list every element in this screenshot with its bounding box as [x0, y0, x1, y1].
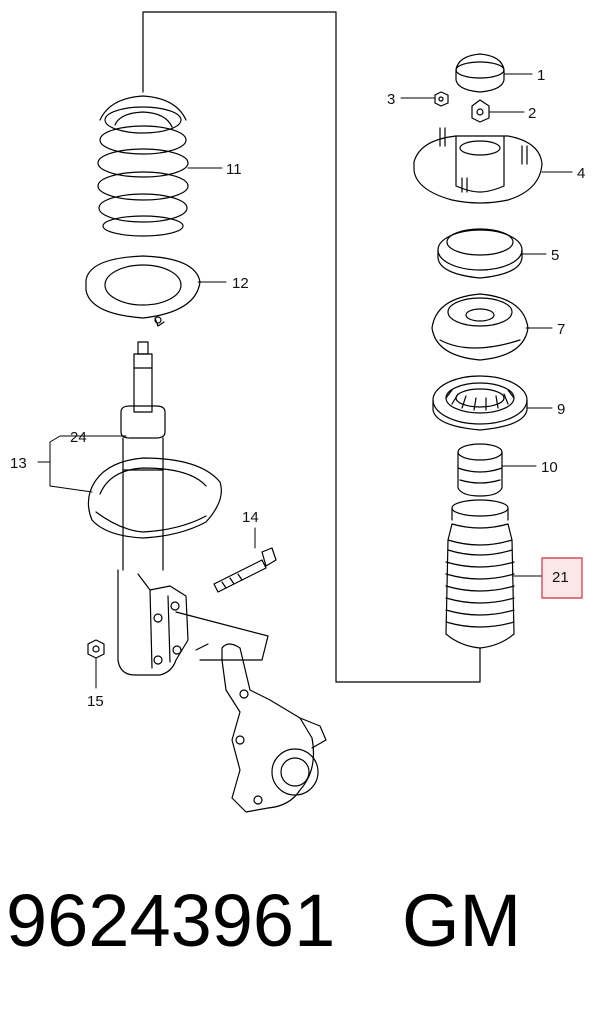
callout-2: 2	[528, 105, 536, 122]
lower-spring-seat	[87, 457, 222, 539]
callout-13: 13	[10, 455, 27, 472]
nut	[87, 639, 105, 659]
leader-lines	[37, 73, 573, 689]
mount-nut	[434, 91, 449, 107]
callout-10: 10	[541, 459, 558, 476]
dust-boot	[445, 499, 515, 649]
callout-15: 15	[87, 693, 104, 710]
callout-9: 9	[557, 401, 565, 418]
highlight-box-21	[541, 557, 583, 599]
callout-12: 12	[232, 275, 249, 292]
callout-24: 24	[70, 429, 87, 446]
spacer-ring	[437, 228, 523, 279]
callout-4: 4	[577, 165, 585, 182]
coil-spring	[97, 95, 189, 237]
strut-bearing	[432, 375, 528, 431]
strut-cap	[455, 53, 505, 93]
upper-spring-insulator	[431, 293, 529, 361]
strut-knuckle-bracket	[117, 569, 189, 676]
top-nut	[471, 99, 490, 123]
steering-knuckle	[175, 611, 327, 813]
callout-7: 7	[557, 321, 565, 338]
bolt	[213, 547, 277, 593]
brand-name: GM	[402, 879, 521, 962]
bump-stop	[457, 443, 503, 497]
callout-5: 5	[551, 247, 559, 264]
callout-1: 1	[537, 67, 545, 84]
callout-3: 3	[387, 91, 395, 108]
spring-seat-insulator	[85, 255, 201, 327]
callout-14: 14	[242, 509, 259, 526]
callout-11: 11	[226, 161, 242, 178]
upper-strut-mount	[413, 127, 543, 204]
shock-absorber	[120, 341, 166, 571]
part-number: 96243961	[6, 879, 335, 962]
assembly-bracket-line	[142, 11, 481, 683]
callout-21: 21	[552, 569, 569, 586]
